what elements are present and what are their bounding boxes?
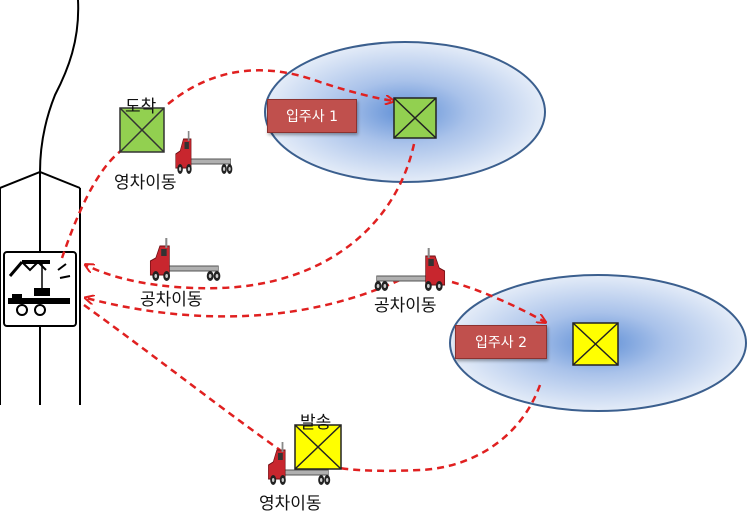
container-box-icon [119,107,165,153]
truck-icon [149,237,221,282]
loaded-move-bottom-label: 영차이동 [259,494,322,514]
truck-icon [175,130,233,175]
arrow-empty-truck-to-tenant-2 [451,280,545,322]
container-box-icon [294,424,342,470]
arrow-arrival-to-tenant-1 [167,69,393,104]
empty-move-left-label: 공차이동 [140,290,203,310]
arrow-tenant-2-to-building [86,278,401,318]
tenant-1-label: 입주사 1 [267,99,357,133]
building-icon [0,0,81,405]
arrow-tenant-2-to-dispatch [339,384,542,473]
arrival-label: 도착 [125,97,157,117]
tenant-2-label: 입주사 2 [455,325,547,359]
truck-icon [374,247,446,292]
crane-icon [8,260,71,316]
container-box-icon [572,322,619,366]
container-box-icon [393,97,437,139]
empty-move-right-label: 공차이동 [374,296,437,316]
arrow-building-to-dispatch [83,303,281,452]
loaded-move-top-label: 영차이동 [114,173,177,193]
dispatch-label: 발송 [300,413,332,433]
arrow-building-to-loaded-truck [60,148,123,259]
